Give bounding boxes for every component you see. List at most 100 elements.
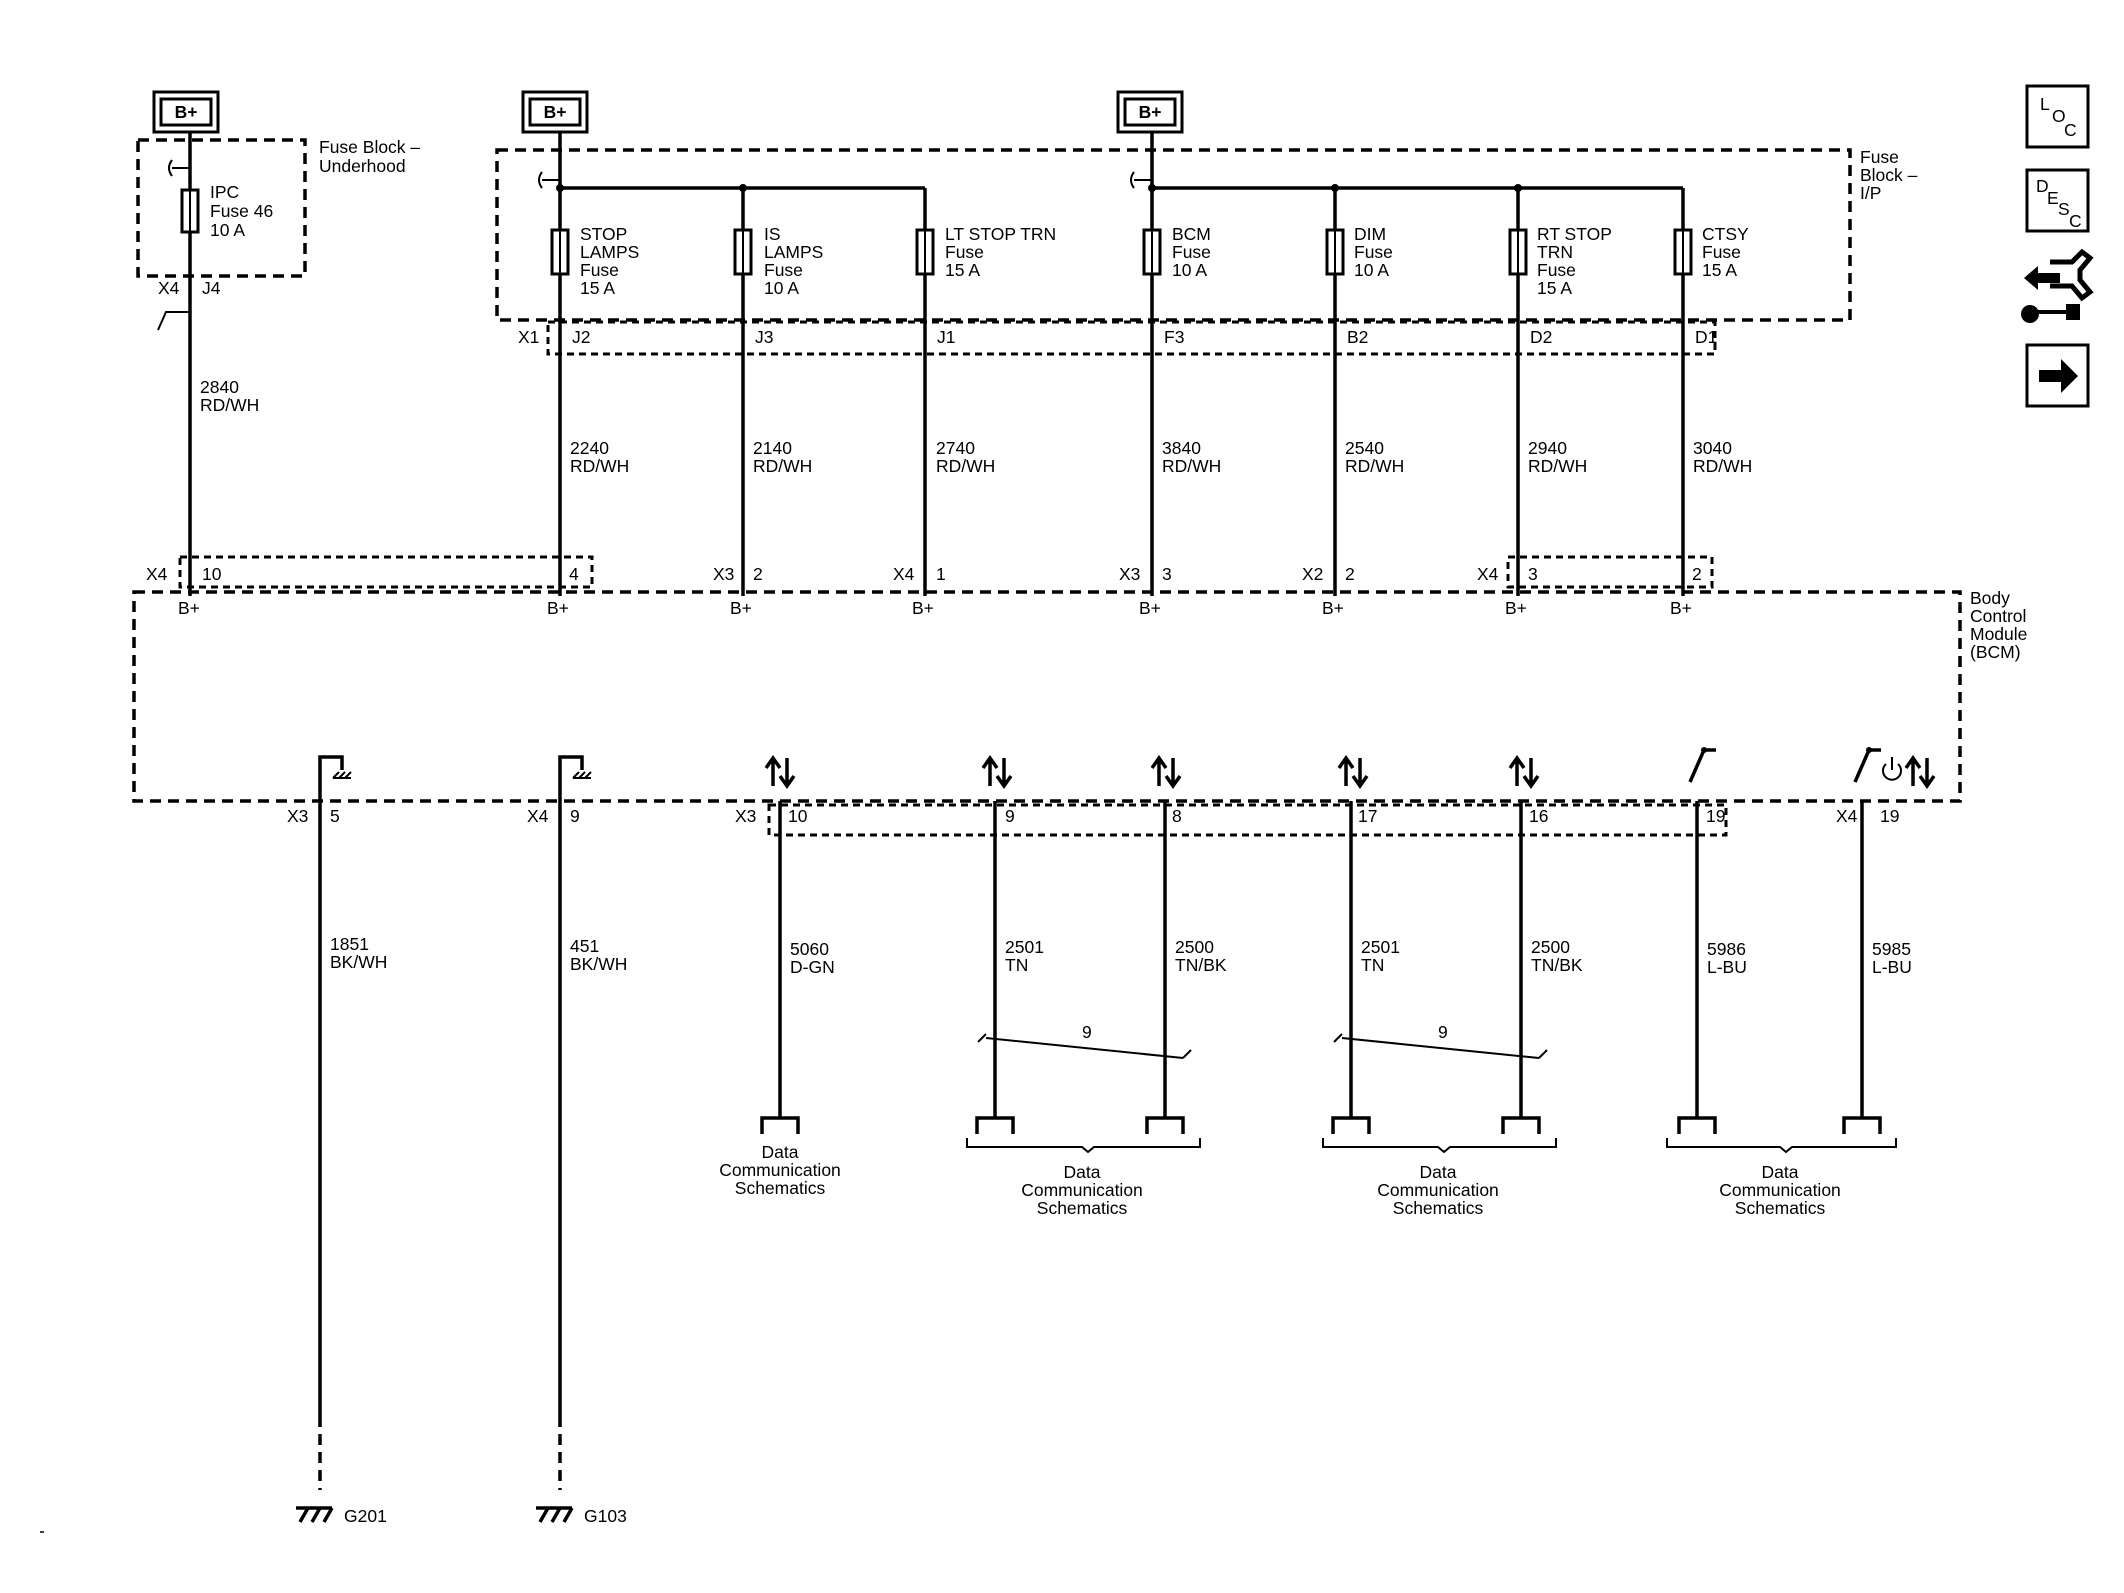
pin-label: 4 [569, 564, 579, 584]
fuse-label: Fuse [580, 260, 619, 280]
description-icon: D E S C [2036, 176, 2082, 231]
data-comm-label: Communication [1021, 1180, 1143, 1200]
twisted-pair-indicator: 9 [1333, 1022, 1548, 1059]
connector-label: X4 [146, 564, 168, 584]
nav-letter: C [2069, 211, 2082, 231]
pin-label: D2 [1530, 327, 1552, 347]
next-button[interactable] [2025, 343, 2090, 408]
ip-connector-outline [546, 320, 1717, 356]
fuse-label: Fuse [1537, 260, 1576, 280]
fuse-label: STOP [580, 224, 627, 244]
location-button[interactable]: L O C [2025, 84, 2090, 149]
fuse-ctsy: CTSY Fuse 15 A [1673, 224, 1749, 280]
pin-label: 16 [1529, 806, 1548, 826]
terminal-symbol-icon [1501, 1116, 1541, 1134]
wire-color: L-BU [1707, 957, 1747, 977]
terminal-symbol-icon [1842, 1116, 1882, 1134]
bidirectional-arrow-icon [1337, 754, 1369, 790]
fuse-label: IPC [210, 182, 239, 202]
data-comm-link-2[interactable]: Data Communication Schematics [1021, 1162, 1143, 1218]
pin-label: 19 [1706, 806, 1725, 826]
data-comm-link-3[interactable]: Data Communication Schematics [1377, 1162, 1499, 1218]
connector-label: X3 [735, 806, 756, 826]
connector-label: X4 [527, 806, 549, 826]
bcm-lower-pins: X3 5 X4 9 X3 10 9 8 17 16 19 X4 19 [287, 806, 1899, 826]
terminal-symbol-icon [1331, 1116, 1371, 1134]
pin-label: J1 [937, 327, 955, 347]
wire-circuit: 2940 [1528, 438, 1567, 458]
data-comm-link-1[interactable]: Data Communication Schematics [719, 1142, 841, 1198]
terminal-symbol-icon [1677, 1116, 1717, 1134]
pin-function: B+ [547, 598, 569, 618]
pin-function: B+ [912, 598, 934, 618]
pin-function: B+ [1670, 598, 1692, 618]
group-brace [966, 1138, 1201, 1154]
connector-label: X3 [1119, 564, 1140, 584]
connector-label: X1 [518, 327, 539, 347]
pin-label: 8 [1172, 806, 1182, 826]
wire-color: BK/WH [570, 954, 627, 974]
wire-circuit: 1851 [330, 934, 369, 954]
fuse-label: Fuse [1354, 242, 1393, 262]
pin-label: F3 [1164, 327, 1184, 347]
bcm-connector-x4-b [1506, 555, 1714, 589]
wire-color: L-BU [1872, 957, 1912, 977]
bcm-outline [132, 590, 1962, 803]
wire-color: RD/WH [1528, 456, 1587, 476]
bcm-connector-x3-lower [767, 803, 1728, 837]
fuse-label: 15 A [945, 260, 980, 280]
wire-circuit: 5985 [1872, 939, 1911, 959]
fuse-label: 10 A [1354, 260, 1389, 280]
data-comm-label: Data [1762, 1162, 1799, 1182]
wire-circuit: 2140 [753, 438, 792, 458]
fuse-label: DIM [1354, 224, 1386, 244]
bcm-label: Control [1970, 606, 2026, 626]
ground-label: G103 [584, 1506, 627, 1526]
wire-color: RD/WH [936, 456, 995, 476]
pin-label: 10 [788, 806, 808, 826]
fuse-label: RT STOP [1537, 224, 1612, 244]
fuse-label: 10 A [210, 220, 245, 240]
fuse-block-underhood-outline [136, 138, 307, 278]
fuse-label: 10 A [764, 278, 799, 298]
wire-circuit: 451 [570, 936, 599, 956]
pin-label: 2 [753, 564, 763, 584]
next-arrow-icon [2039, 359, 2078, 393]
fuse-block-ip-outline [495, 148, 1852, 322]
wire-circuit: 3040 [1693, 438, 1732, 458]
power-source-label: B+ [175, 102, 198, 122]
pin-function: B+ [730, 598, 752, 618]
fuse-label: LAMPS [580, 242, 639, 262]
wire-color: RD/WH [1345, 456, 1404, 476]
description-button[interactable]: D E S C [2025, 168, 2090, 233]
fuse-rt-stop-trn: RT STOP TRN Fuse 15 A [1508, 224, 1612, 298]
terminal-symbol-icon [1145, 1116, 1185, 1134]
connector-label: X4 [1477, 564, 1499, 584]
bcm-label: (BCM) [1970, 642, 2021, 662]
connector-label: X4 [1836, 806, 1858, 826]
bcm-label: Module [1970, 624, 2027, 644]
connector-label: X4 [893, 564, 915, 584]
fuse-label: Fuse [1702, 242, 1741, 262]
pin-function: B+ [1322, 598, 1344, 618]
wire-color: D-GN [790, 957, 835, 977]
bidirectional-arrow-icon [1508, 754, 1540, 790]
wire-circuit: 2540 [1345, 438, 1384, 458]
data-comm-label: Communication [1719, 1180, 1841, 1200]
data-comm-link-4[interactable]: Data Communication Schematics [1719, 1162, 1841, 1218]
pin-label: B2 [1347, 327, 1368, 347]
wire-circuit: 5986 [1707, 939, 1746, 959]
fuse-label: Fuse [1172, 242, 1211, 262]
connector-info-button[interactable] [2021, 248, 2094, 323]
location-icon: L O C [2040, 94, 2077, 140]
fuse-bcm: BCM Fuse 10 A [1142, 188, 1211, 280]
pin-label: 17 [1358, 806, 1377, 826]
wire-circuit: 2740 [936, 438, 975, 458]
pin-label: 10 [202, 564, 222, 584]
ground-symbol-icon [318, 755, 352, 801]
fuse-label: 15 A [580, 278, 615, 298]
data-comm-label: Schematics [735, 1178, 826, 1198]
pin-function: B+ [1505, 598, 1527, 618]
pin-function: B+ [178, 598, 200, 618]
